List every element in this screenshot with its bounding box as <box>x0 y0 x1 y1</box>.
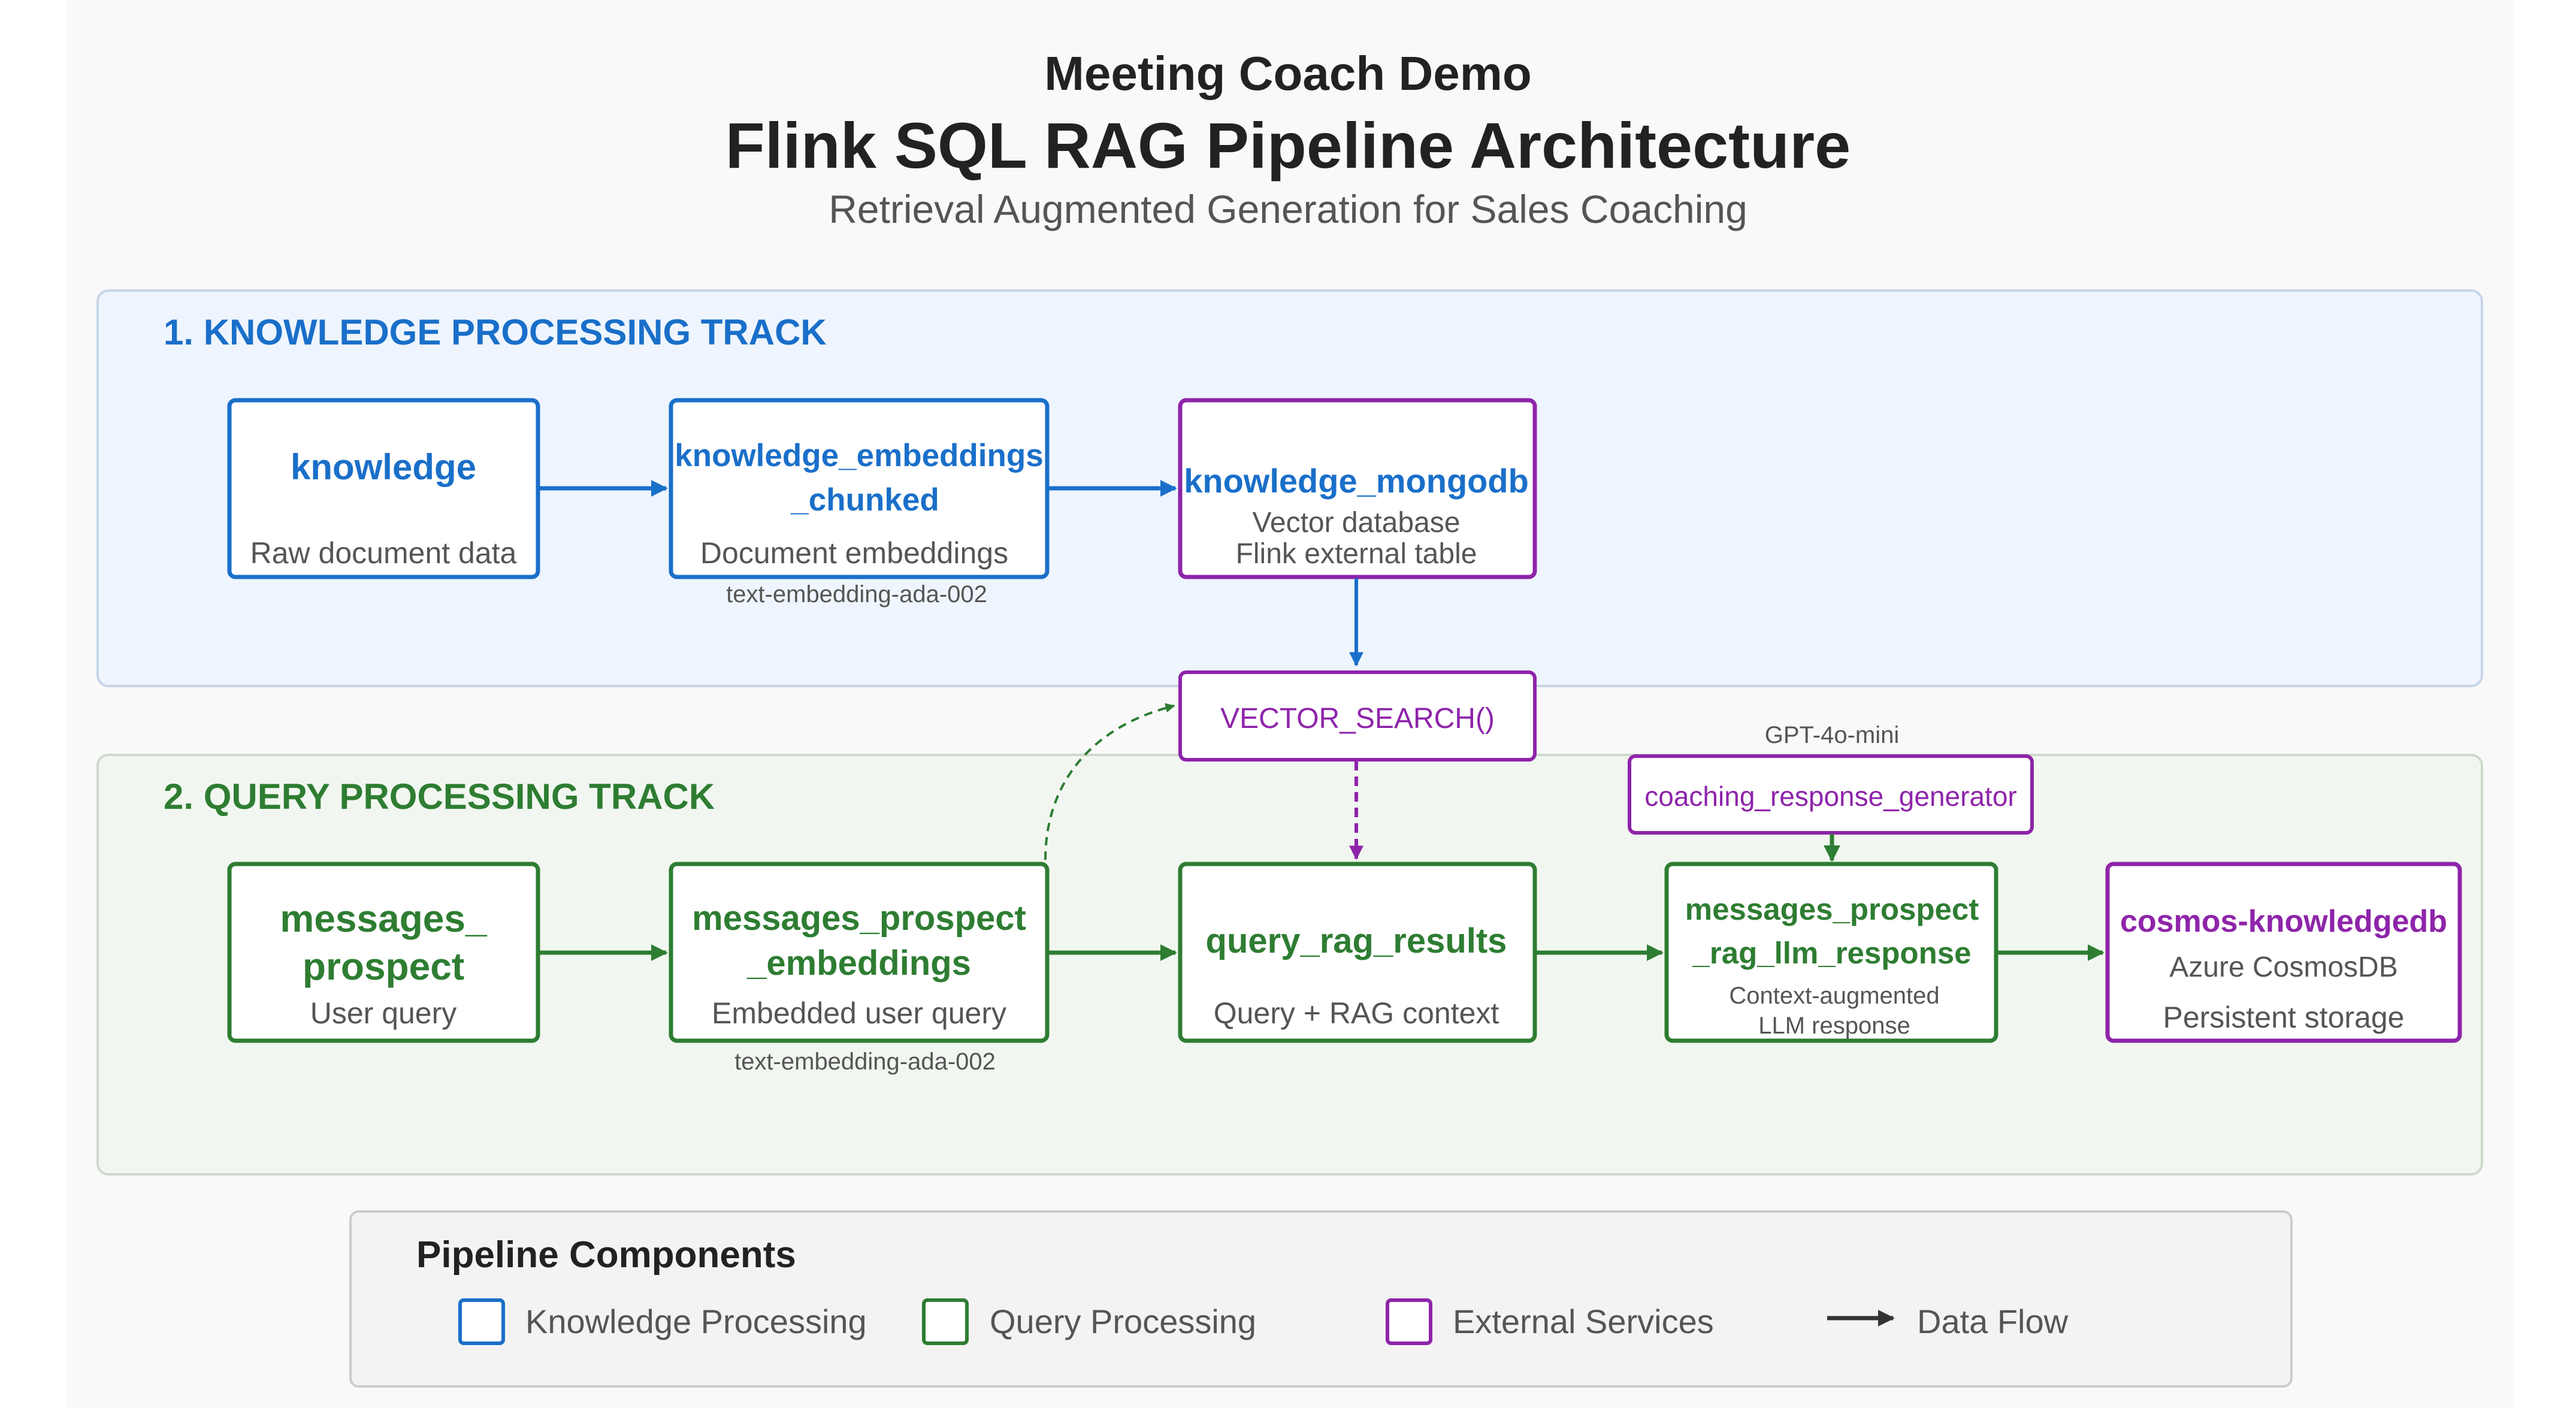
page-subtitle: Retrieval Augmented Generation for Sales… <box>829 187 1747 231</box>
svg-text:Query + RAG context: Query + RAG context <box>1214 996 1499 1030</box>
svg-text:knowledge: knowledge <box>291 447 476 487</box>
vector-search-node: VECTOR_SEARCH() <box>1178 670 1537 762</box>
app-name: Meeting Coach Demo <box>1044 47 1531 100</box>
knowledge-node: knowledge Raw document data <box>227 398 540 579</box>
messages-prospect-embeddings-node: messages_prospect _embeddings Embedded u… <box>669 862 1050 1075</box>
query-rag-results-node: query_rag_results Query + RAG context <box>1178 862 1537 1043</box>
legend-title: Pipeline Components <box>416 1234 796 1276</box>
svg-text:Query Processing: Query Processing <box>990 1303 1256 1340</box>
cosmos-knowledgedb-node: cosmos-knowledgedb Azure CosmosDB Persis… <box>2105 862 2462 1043</box>
rag-llm-response-node: messages_prospect _rag_llm_response Cont… <box>1664 862 1998 1043</box>
svg-text:knowledge_mongodb: knowledge_mongodb <box>1184 462 1529 500</box>
blue-square-icon <box>458 1298 505 1345</box>
legend-item-data-flow: Data Flow <box>1827 1303 2069 1340</box>
svg-text:_rag_llm_response: _rag_llm_response <box>1692 936 1972 970</box>
svg-text:Flink external table: Flink external table <box>1236 538 1477 570</box>
embedding-model-note: text-embedding-ada-002 <box>726 581 987 608</box>
knowledge-embeddings-chunked-node: knowledge_embeddings _chunked Document e… <box>669 398 1050 608</box>
svg-text:Persistent storage: Persistent storage <box>2163 1001 2405 1034</box>
svg-text:cosmos-knowledgedb: cosmos-knowledgedb <box>2120 904 2447 939</box>
query-embedding-model-note: text-embedding-ada-002 <box>734 1049 996 1075</box>
svg-text:Document embeddings: Document embeddings <box>700 536 1008 570</box>
query-track-title: 2. QUERY PROCESSING TRACK <box>164 776 715 817</box>
svg-text:Knowledge Processing: Knowledge Processing <box>525 1303 867 1340</box>
svg-text:LLM response: LLM response <box>1758 1013 1910 1039</box>
svg-text:_chunked: _chunked <box>790 482 939 518</box>
llm-model-note: GPT-4o-mini <box>1765 722 1900 748</box>
purple-square-icon <box>1386 1298 1432 1345</box>
svg-text:messages_: messages_ <box>280 897 488 940</box>
legend-item-external: External Services <box>1386 1298 1714 1345</box>
svg-text:messages_prospect: messages_prospect <box>1685 892 1979 926</box>
legend-item-knowledge: Knowledge Processing <box>458 1298 867 1345</box>
messages-prospect-node: messages_ prospect User query <box>227 862 540 1043</box>
svg-text:External Services: External Services <box>1453 1303 1714 1340</box>
coaching-response-generator-node: GPT-4o-mini coaching_response_generator <box>1628 722 2034 835</box>
svg-text:VECTOR_SEARCH(): VECTOR_SEARCH() <box>1220 703 1495 735</box>
svg-text:prospect: prospect <box>303 945 464 988</box>
knowledge-mongodb-node: knowledge_mongodb Vector database Flink … <box>1178 398 1537 579</box>
legend: Pipeline Components Knowledge Processing… <box>349 1210 2293 1388</box>
svg-text:Raw document data: Raw document data <box>250 536 517 570</box>
svg-text:User query: User query <box>310 996 457 1030</box>
svg-text:Embedded user query: Embedded user query <box>712 996 1006 1030</box>
knowledge-track-title: 1. KNOWLEDGE PROCESSING TRACK <box>164 312 827 352</box>
svg-text:query_rag_results: query_rag_results <box>1206 921 1507 960</box>
svg-text:Vector database: Vector database <box>1253 507 1461 539</box>
svg-text:Data Flow: Data Flow <box>1917 1303 2069 1340</box>
svg-text:messages_prospect: messages_prospect <box>692 899 1026 938</box>
green-square-icon <box>922 1298 969 1345</box>
svg-text:Context-augmented: Context-augmented <box>1729 983 1939 1009</box>
page-title: Flink SQL RAG Pipeline Architecture <box>725 109 1851 182</box>
svg-text:coaching_response_generator: coaching_response_generator <box>1644 781 2016 812</box>
dashed-arrow-embeddings-to-vector-search <box>1044 703 1175 860</box>
svg-text:Azure CosmosDB: Azure CosmosDB <box>2169 951 2397 983</box>
legend-item-query: Query Processing <box>922 1298 1256 1345</box>
svg-text:knowledge_embeddings: knowledge_embeddings <box>675 438 1044 473</box>
svg-text:_embeddings: _embeddings <box>746 944 971 983</box>
